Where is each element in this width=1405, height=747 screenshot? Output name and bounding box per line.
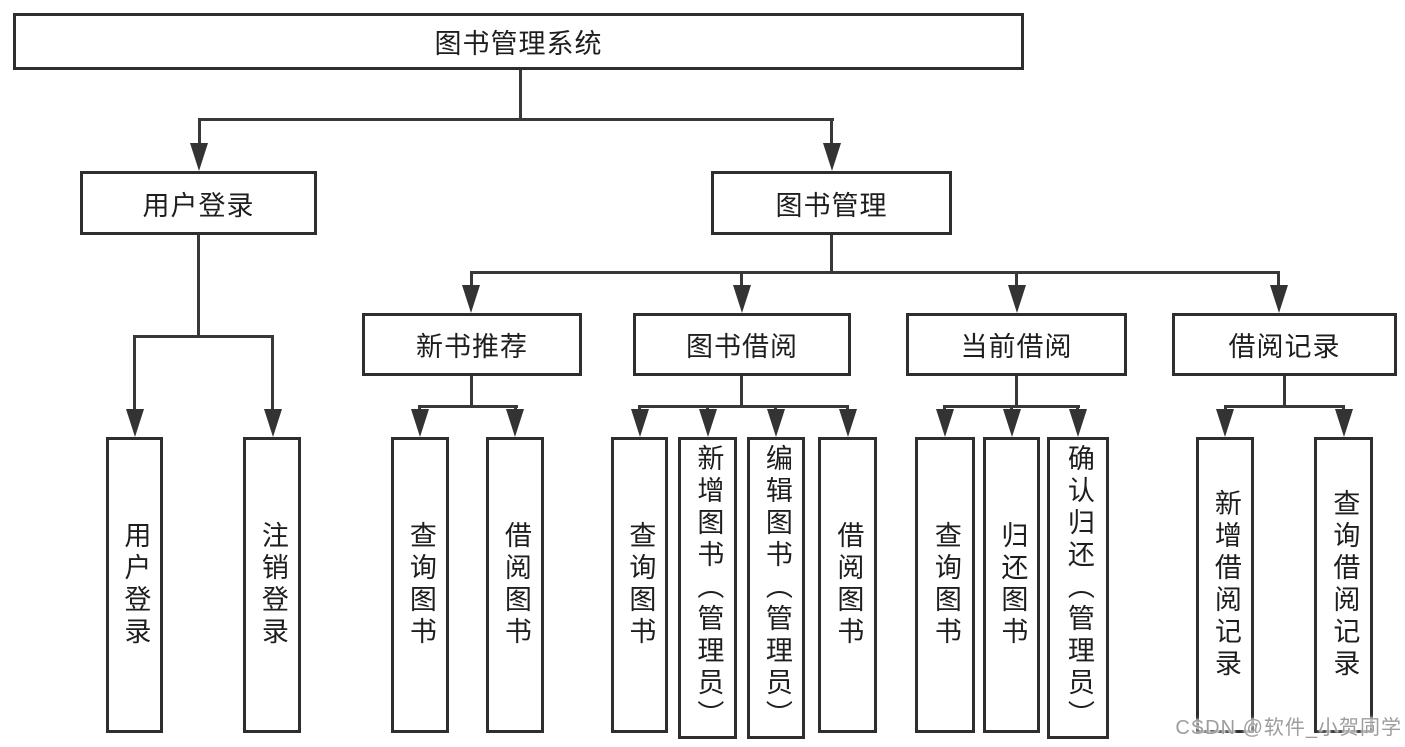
arrow-down-icon — [1216, 409, 1234, 437]
leaf-label: 查询图书 — [625, 521, 656, 649]
connector-drop — [943, 405, 946, 412]
leaf-add-books-admin: 新增图书（管理员） — [678, 437, 737, 739]
connector-drop-borrowing-records — [1277, 271, 1280, 288]
arrow-down-icon — [823, 143, 841, 171]
leaf-query-books-recommend: 查询图书 — [391, 437, 449, 733]
node-label: 当前借阅 — [960, 332, 1073, 362]
leaf-label: 用户登录 — [120, 521, 151, 649]
arrow-down-icon — [506, 409, 524, 437]
connector-drop — [1076, 405, 1079, 412]
leaf-label: 借阅图书 — [833, 521, 864, 649]
node-label: 新书推荐 — [416, 332, 528, 362]
csdn-watermark: CSDN @软件_小贺同学 — [1175, 717, 1402, 739]
leaf-confirm-return-admin: 确认归还（管理员） — [1047, 437, 1109, 739]
arrow-down-icon — [126, 409, 144, 437]
arrow-down-icon — [1008, 285, 1026, 313]
arrow-down-icon — [767, 409, 785, 437]
node-new-book-recommendation: 新书推荐 — [362, 313, 582, 376]
leaf-label: 借阅图书 — [500, 521, 531, 649]
connector-root-vertical — [519, 70, 522, 118]
node-current-borrowing: 当前借阅 — [906, 313, 1127, 376]
connector-level2-horizontal — [198, 118, 834, 121]
leaf-return-books: 归还图书 — [983, 437, 1040, 733]
connector-drop — [514, 405, 517, 412]
node-label: 用户登录 — [142, 190, 255, 221]
connector-user-login-horizontal — [133, 335, 274, 338]
arrow-down-icon — [839, 409, 857, 437]
arrow-down-icon — [411, 409, 429, 437]
connector-drop — [418, 405, 421, 412]
leaf-label: 查询图书 — [930, 521, 961, 649]
connector-user-login-vertical — [197, 235, 200, 335]
leaf-borrow-books-borrowing: 借阅图书 — [818, 437, 877, 733]
connector-drop — [1342, 405, 1345, 412]
connector-new-book-horizontal — [418, 405, 518, 408]
leaf-query-books-borrowing: 查询图书 — [611, 437, 668, 733]
connector-borrowing-records-horizontal — [1224, 405, 1344, 408]
node-label: 图书借阅 — [686, 332, 798, 362]
arrow-down-icon — [462, 285, 480, 313]
leaf-edit-books-admin: 编辑图书（管理员） — [747, 437, 805, 739]
connector-drop-user-login — [198, 118, 201, 146]
leaf-label: 新增图书（管理员） — [693, 444, 724, 732]
connector-drop — [846, 405, 849, 412]
arrow-down-icon — [1003, 409, 1021, 437]
connector-drop-leaf-user-login — [133, 335, 136, 412]
connector-drop-current-borrowing — [1015, 271, 1018, 288]
connector-drop — [1224, 405, 1227, 412]
connector-book-borrowing-vertical — [740, 376, 743, 408]
leaf-user-login: 用户登录 — [106, 437, 163, 733]
arrow-down-icon — [264, 409, 282, 437]
arrow-down-icon — [1270, 285, 1288, 313]
node-borrowing-records: 借阅记录 — [1172, 313, 1397, 376]
arrow-down-icon — [733, 285, 751, 313]
node-label: 借阅记录 — [1228, 332, 1341, 362]
arrow-down-icon — [936, 409, 954, 437]
node-label: 图书管理 — [775, 190, 888, 221]
arrow-down-icon — [1335, 409, 1353, 437]
connector-book-management-vertical — [830, 235, 833, 271]
arrow-down-icon — [1069, 409, 1087, 437]
connector-drop — [638, 405, 641, 412]
leaf-logout-login: 注销登录 — [243, 437, 301, 733]
connector-drop-leaf-logout — [271, 335, 274, 412]
connector-drop — [774, 405, 777, 412]
leaf-query-books-current: 查询图书 — [915, 437, 975, 733]
connector-drop — [1010, 405, 1013, 412]
connector-drop-new-book — [470, 271, 473, 288]
leaf-label: 查询图书 — [405, 521, 436, 649]
connector-new-book-vertical — [470, 376, 473, 408]
connector-book-borrowing-horizontal — [638, 405, 849, 408]
leaf-label: 归还图书 — [997, 521, 1028, 649]
node-library-management-system: 图书管理系统 — [13, 13, 1024, 70]
node-book-borrowing: 图书借阅 — [633, 313, 851, 376]
leaf-label: 编辑图书（管理员） — [761, 444, 792, 732]
connector-drop-book-borrowing — [740, 271, 743, 288]
connector-borrowing-records-vertical — [1283, 376, 1286, 408]
node-user-login: 用户登录 — [80, 171, 317, 235]
arrow-down-icon — [699, 409, 717, 437]
leaf-query-borrow-record: 查询借阅记录 — [1314, 437, 1373, 733]
connector-current-borrowing-vertical — [1015, 376, 1018, 408]
leaf-label: 确认归还（管理员） — [1063, 444, 1094, 732]
leaf-label: 查询借阅记录 — [1329, 489, 1360, 681]
leaf-label: 新增借阅记录 — [1210, 489, 1241, 681]
leaf-borrow-books-recommend: 借阅图书 — [486, 437, 544, 733]
leaf-label: 注销登录 — [257, 521, 288, 649]
connector-level3-horizontal — [470, 271, 1280, 274]
node-label: 图书管理系统 — [434, 29, 603, 59]
arrow-down-icon — [190, 143, 208, 171]
leaf-add-borrow-record: 新增借阅记录 — [1196, 437, 1254, 733]
connector-drop — [706, 405, 709, 412]
node-book-management: 图书管理 — [711, 171, 952, 235]
arrow-down-icon — [631, 409, 649, 437]
connector-drop-book-management — [830, 118, 833, 146]
